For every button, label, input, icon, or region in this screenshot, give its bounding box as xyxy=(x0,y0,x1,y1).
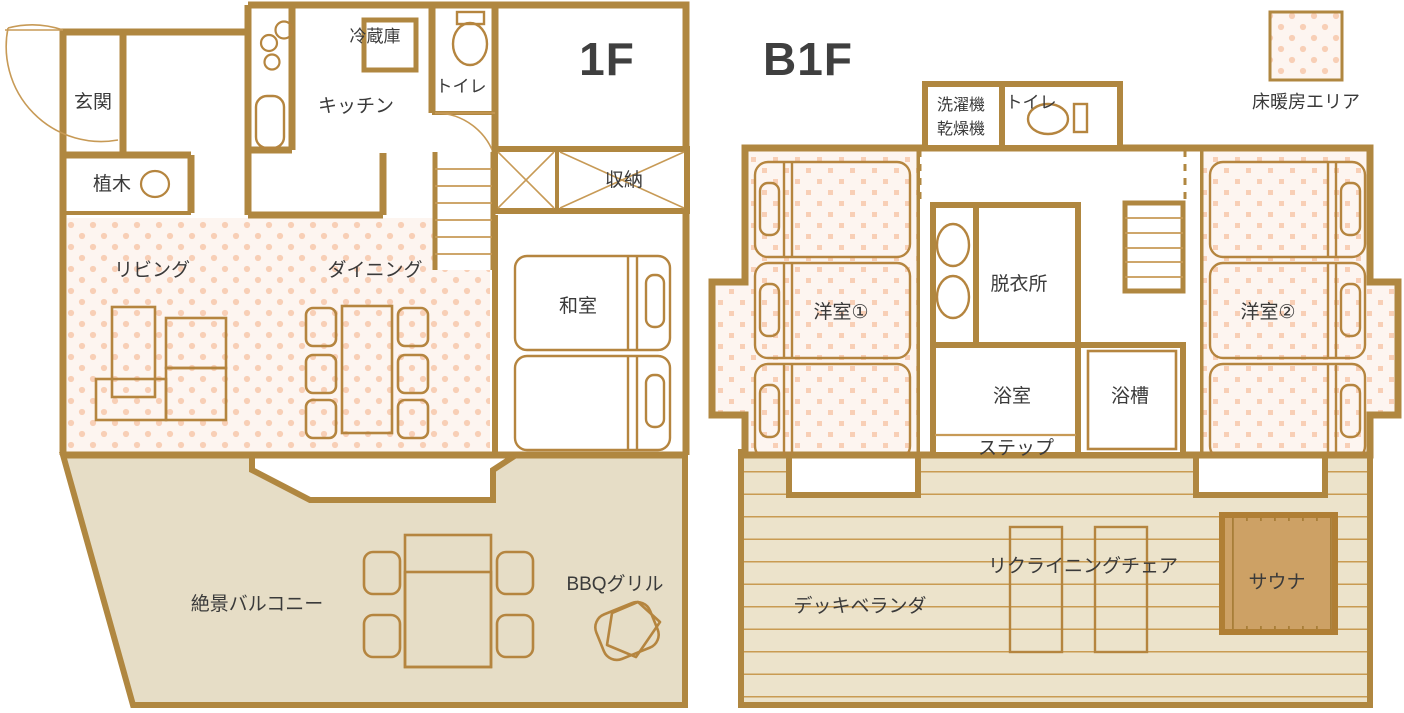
room-label-bbq-grill: BBQグリル xyxy=(566,573,663,595)
basin-2-icon xyxy=(935,274,971,320)
stairs-b1f xyxy=(1122,200,1186,294)
room-label-toilet-1f: トイレ xyxy=(436,77,487,96)
legend: 床暖房エリア xyxy=(1252,10,1360,112)
room-label-deck-veranda: デッキベランダ xyxy=(793,595,926,617)
living-furniture xyxy=(94,305,228,422)
sink-icon xyxy=(254,94,286,150)
toilet-1f xyxy=(428,5,499,159)
room-label-bedroom-1: 洋室① xyxy=(813,301,868,323)
washer-toilet-block xyxy=(922,81,1123,151)
bed-left-1 xyxy=(753,160,912,259)
sauna-box xyxy=(1219,512,1338,635)
room-label-bathtub: 浴槽 xyxy=(1111,385,1149,407)
room-label-kitchen: キッチン xyxy=(318,96,394,117)
legend-swatch-heated-floor xyxy=(1268,10,1344,82)
stairs-1f xyxy=(432,152,496,270)
room-label-sauna: サウナ xyxy=(1248,572,1305,593)
beds-bedroom-1 xyxy=(753,160,912,455)
room-label-refrigerator: 冷蔵庫 xyxy=(350,27,401,46)
beds-bedroom-2 xyxy=(1208,160,1367,455)
plant-icon xyxy=(139,169,171,199)
room-label-balcony: 絶景バルコニー xyxy=(191,593,324,615)
room-label-washer-line2: 乾燥機 xyxy=(937,120,985,138)
floor-title-b1f: B1F xyxy=(763,33,853,85)
stove-icon xyxy=(259,20,294,71)
futon-1 xyxy=(513,254,672,352)
room-label-washer-line1: 洗濯機 xyxy=(937,96,985,114)
floor-1f-group: 1F 玄関 植木 キッチン 冷蔵庫 トイレ 収納 リビング ダイニング 和室 絶… xyxy=(5,1,690,708)
room-label-bathroom: 浴室 xyxy=(993,385,1031,407)
floor-b1f-group: B1F 洗濯機 乾燥機 トイレ 洋室① 洋室② 脱衣所 浴室 浴槽 ステップ デ… xyxy=(708,33,1402,708)
bed-right-1 xyxy=(1208,160,1367,259)
room-label-bedroom-2: 洋室② xyxy=(1240,301,1295,323)
room-label-storage: 収納 xyxy=(605,169,643,191)
toilet-door-arc xyxy=(434,112,496,159)
floor-title-1f: 1F xyxy=(579,33,635,85)
room-label-reclining-chair: リクライニングチェア xyxy=(988,555,1178,577)
refrigerator-box xyxy=(361,17,419,73)
room-label-living: リビング xyxy=(114,259,190,281)
room-label-toilet-b1f: トイレ xyxy=(1006,93,1057,112)
entrance-door xyxy=(5,24,123,155)
bed-right-2 xyxy=(1208,261,1367,360)
bathtub-shape xyxy=(1086,349,1178,451)
balcony-area xyxy=(59,452,688,708)
room-label-genkan: 玄関 xyxy=(74,91,112,113)
dining-furniture xyxy=(304,304,430,440)
deck-veranda-area xyxy=(738,449,1373,708)
room-label-dining: ダイニング xyxy=(327,259,422,281)
toilet-bowl-b1-icon xyxy=(1026,102,1070,136)
room-label-planter: 植木 xyxy=(93,173,131,195)
futon-2 xyxy=(513,354,672,452)
toilet-tank-b1-icon xyxy=(1072,102,1089,134)
bed-left-2 xyxy=(753,261,912,360)
room-label-step: ステップ xyxy=(978,437,1054,459)
washitsu-area xyxy=(492,215,672,452)
reclining-chairs xyxy=(1008,525,1149,654)
balcony-furniture xyxy=(362,533,662,669)
storage-1f xyxy=(492,146,690,214)
room-label-washitsu: 和室 xyxy=(559,295,597,317)
basin-1-icon xyxy=(935,222,971,268)
bed-left-3 xyxy=(753,362,912,455)
bathroom-area xyxy=(930,342,1186,458)
room-label-dressing: 脱衣所 xyxy=(990,273,1047,295)
bed-right-3 xyxy=(1208,362,1367,455)
legend-label-heated-floor: 床暖房エリア xyxy=(1252,92,1360,112)
toilet-bowl-icon xyxy=(451,21,489,67)
